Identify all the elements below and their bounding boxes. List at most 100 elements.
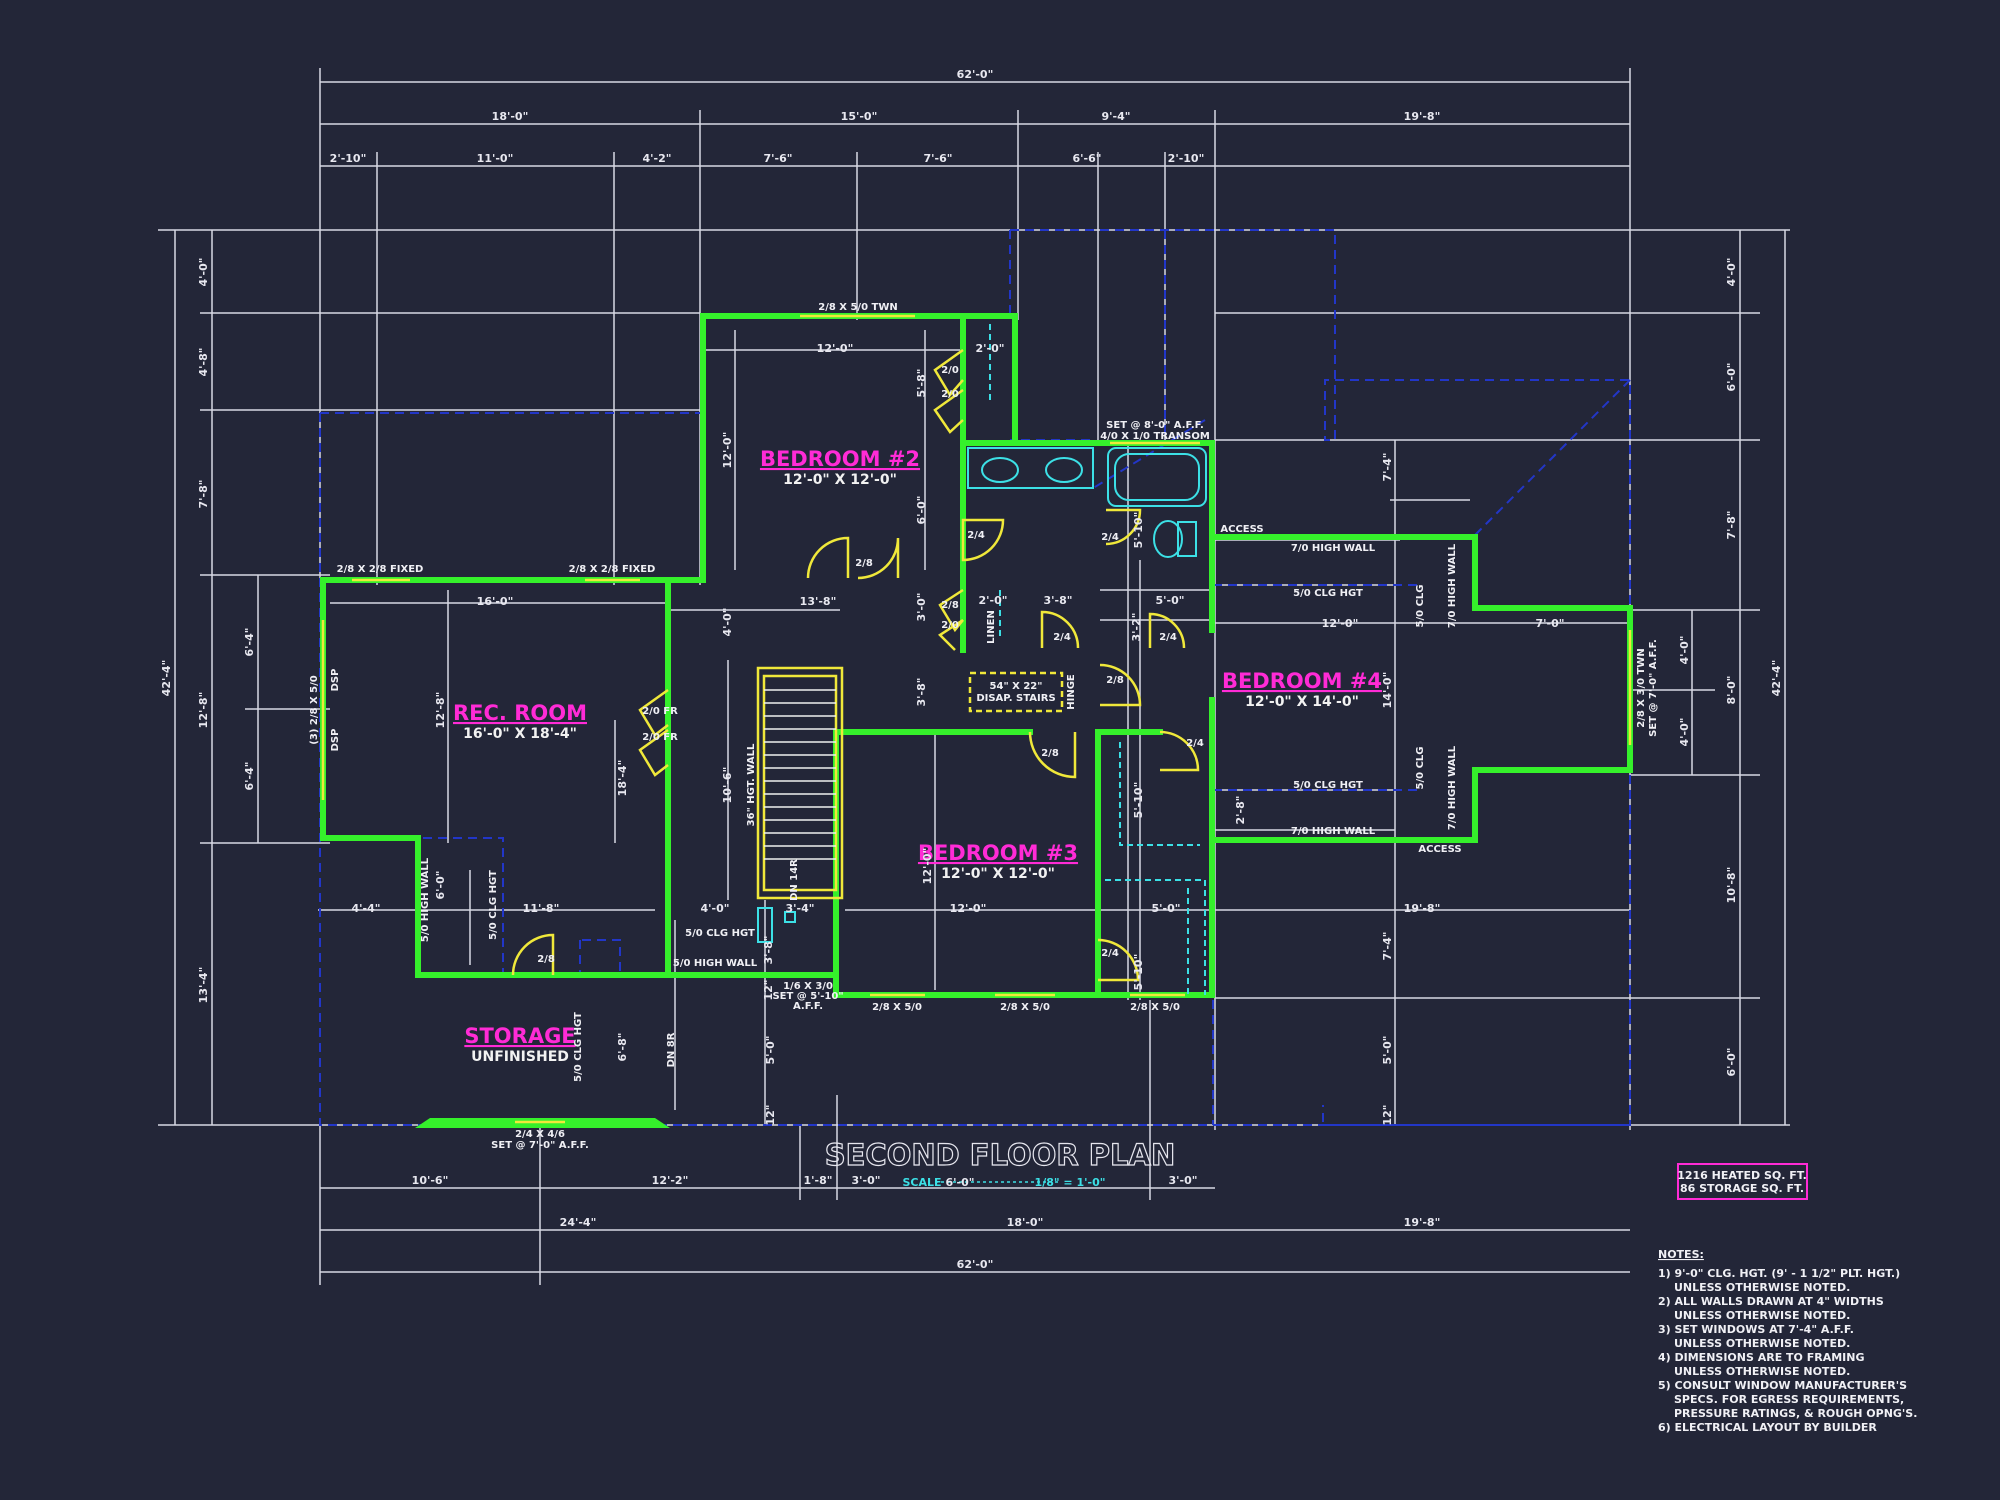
note-line: UNLESS OTHERWISE NOTED. [1674,1365,1850,1378]
dim-right-seg: 8'-0" [1725,676,1738,705]
dim-bed2-width: 12'-0" [817,342,854,355]
note-line: 2) ALL WALLS DRAWN AT 4" WIDTHS [1658,1295,1884,1308]
window-label: SET @ 8'-0" A.F.F. [1106,420,1204,431]
high-wall-label: 7/0 HIGH WALL [1447,543,1458,628]
door-label: 2/0 [941,365,959,376]
note-line: 6) ELECTRICAL LAYOUT BY BUILDER [1658,1421,1877,1434]
ceiling-height-label: 5/0 CLG [1415,585,1426,628]
dim-top-detail: 6'-6" [1073,152,1102,165]
dim-left-seg: 12'-8" [197,692,210,729]
door-label: 2/8 [537,954,555,965]
note-line: UNLESS OTHERWISE NOTED. [1674,1309,1850,1322]
dim-v10: 5'-10" [1132,954,1145,991]
dim-closet-width: 2'-0" [976,342,1005,355]
scale-label: SCALE [902,1176,941,1189]
door-label: 2/4 [1053,632,1071,643]
dim-bed4-foot: 12" [1381,1104,1394,1125]
door-label: 2/4 [1159,632,1177,643]
linen-label: LINEN [986,610,997,644]
window-label: 1/6 X 3/0 [783,981,833,992]
dim-bed4-width: 12'-0" [1322,617,1359,630]
dim-storage-height: 6'-8" [616,1033,629,1062]
window-label: 4/0 X 1/0 TRANSOM [1100,431,1210,442]
dim-left-seg: 4'-0" [197,258,210,287]
dim-bed2-height: 12'-0" [721,432,734,469]
dim-v8: 12" [764,1104,777,1125]
door-label: 2/0 FR [642,706,678,717]
stair-wall-label: 36" HGT. WALL [746,743,757,826]
window-label: 2/4 X 4/6 [515,1129,565,1140]
dim-right-seg: 6'-0" [1725,1048,1738,1077]
attic-stairs-label: DISAP. STAIRS [976,693,1055,704]
door-label: 2/8 [855,558,873,569]
dim-hall-width: 13'-8" [800,595,837,608]
dim-bed4-upper: 7'-4" [1381,453,1394,482]
dim-left-detail: 6'-4" [243,628,256,657]
dim-top-seg: 15'-0" [841,110,878,123]
dim-v3: 3'-8" [915,678,928,707]
dim-v9: 6'-0" [434,871,447,900]
dim-bottom-seg: 24'-4" [560,1216,597,1229]
room-size-bedroom-2: 12'-0" X 12'-0" [783,472,897,488]
dim-rec-height2: 18'-4" [616,760,629,797]
scale-right-value: 1/8" = 1'-0" [1035,1176,1106,1189]
dsp-label: DSP [330,729,341,752]
dim-bed4-lower2: 5'-0" [1381,1036,1394,1065]
door-label: 2/4 [1101,532,1119,543]
dim-stair-length: 10'-6" [721,767,734,804]
door-label: 2/4 [967,530,985,541]
door-label: 2/0 FR [642,732,678,743]
dim-top-detail: 7'-6" [764,152,793,165]
dim-bath-b: 5'-0" [1156,594,1185,607]
room-name-bedroom-4: BEDROOM #4 [1222,669,1382,693]
plan-title: SECOND FLOOR PLAN [825,1138,1176,1172]
dim-right-seg: 10'-8" [1725,867,1738,904]
window-label: 2/8 X 2/8 FIXED [337,564,424,575]
dim-v3b: 3'-8" [762,936,775,965]
stair-down-label: DN 8R [666,1032,677,1067]
scale-left-value: 6'-0" [946,1176,975,1189]
window-label: 2/8 X 5/0 [1130,1002,1180,1013]
dim-bed4-lower: 7'-4" [1381,932,1394,961]
dim-right-seg: 7'-8" [1725,511,1738,540]
dim-hall3: 3'-4" [786,902,815,915]
door-label: 2/8 [1106,675,1124,686]
room-name-rec-room: REC. ROOM [453,701,587,725]
dim-bottom-detail: 10'-6" [412,1174,449,1187]
dim-top-detail: 2'-10" [330,152,367,165]
interior-dimensions: 12'-0" 2'-0" 12'-0" 5'-8" 6'-0" 16'-0" 1… [352,342,1565,1126]
dim-bottom-detail: 1'-8" [804,1174,833,1187]
high-wall-label: 5/0 HIGH WALL [673,958,758,969]
dim-v5: 5'-10" [1132,782,1145,819]
dim-left-seg: 13'-4" [197,967,210,1004]
walls [320,313,1633,998]
notes-heading: NOTES: [1658,1248,1704,1261]
attic-stairs-label: 54" X 22" [990,681,1043,692]
access-label: ACCESS [1418,844,1461,855]
room-name-storage: STORAGE [464,1024,575,1048]
dim-top-detail: 11'-0" [477,152,514,165]
room-size-storage: UNFINISHED [471,1049,569,1065]
room-labels: BEDROOM #2 12'-0" X 12'-0" BEDROOM #3 12… [453,447,1382,1065]
window-label: 2/8 X 5/0 [872,1002,922,1013]
high-wall-label: 5/0 HIGH WALL [420,857,431,942]
dim-right-detail: 4'-0" [1678,718,1691,747]
window-label: A.F.F. [793,1001,823,1012]
dim-v7: 5'-0" [764,1036,777,1065]
note-line: PRESSURE RATINGS, & ROUGH OPNG'S. [1674,1407,1917,1420]
note-line: SPECS. FOR EGRESS REQUIREMENTS, [1674,1393,1904,1406]
dsp-label: DSP [330,669,341,692]
dimension-text: 62'-0" 18'-0" 15'-0" 9'-4" 19'-8" 2'-10"… [160,68,1783,1271]
dim-closet3-width: 5'-0" [1152,902,1181,915]
room-size-bedroom-4: 12'-0" X 14'-0" [1245,694,1359,710]
dim-bottom-detail: 3'-0" [852,1174,881,1187]
dim-bed3-width: 12'-0" [950,902,987,915]
note-line: 5) CONSULT WINDOW MANUFACTURER'S [1658,1379,1907,1392]
title-block: SECOND FLOOR PLAN SCALE 6'-0" 1/8" = 1'-… [824,1137,1176,1189]
dim-bottom-seg: 19'-8" [1404,1216,1441,1229]
ceiling-height-label: 5/0 CLG HGT [1293,780,1363,791]
area-storage: 86 STORAGE SQ. FT. [1680,1182,1804,1195]
dim-closet-height: 5'-8" [915,369,928,398]
room-name-bedroom-3: BEDROOM #3 [918,841,1078,865]
